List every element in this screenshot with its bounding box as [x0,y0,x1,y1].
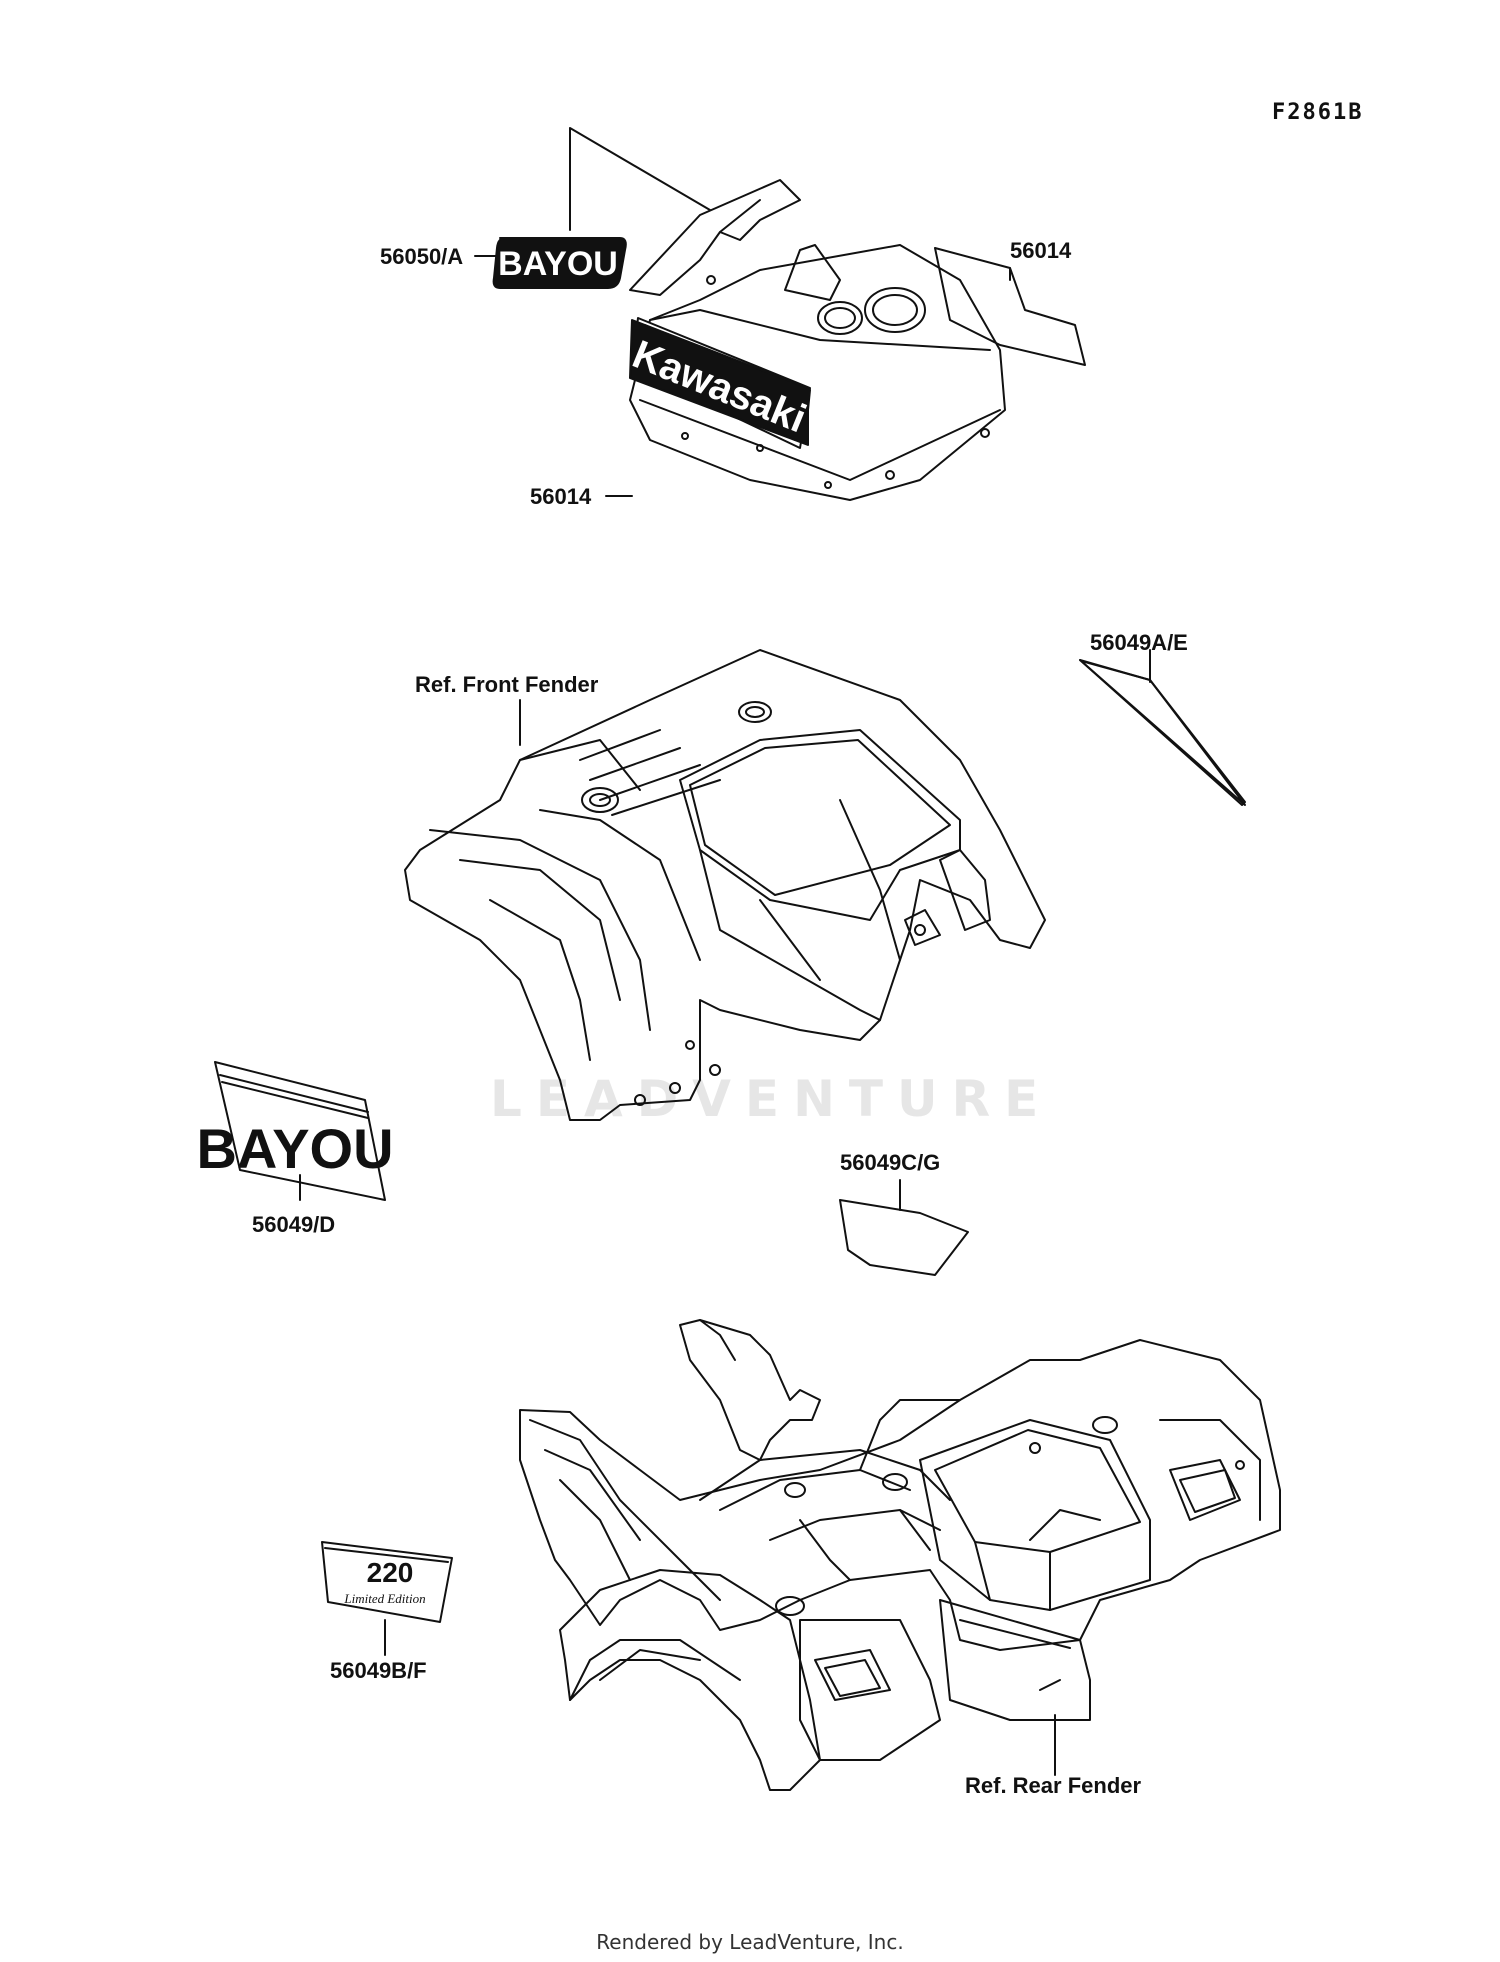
decal-56014-top [935,248,1085,365]
figure-code: F2861B [1272,100,1364,125]
rear-fender [520,1320,1280,1790]
bayou-small-text: BAYOU [498,245,618,283]
decal-220: 220 Limited Edition [322,1542,452,1622]
label-ref-rear-fender: Ref. Rear Fender [965,1773,1142,1798]
label-56050-a: 56050/A [380,244,464,269]
label-ref-front-fender: Ref. Front Fender [415,672,599,697]
decal-56049a-e [1080,650,1245,805]
front-fender [405,650,1045,1120]
model-220-text: 220 [367,1557,414,1588]
label-56014-kawasaki: 56014 [530,484,592,509]
decal-kawasaki: Kawasaki [626,318,812,448]
label-56014-top: 56014 [1010,238,1072,263]
label-56049a-e: 56049A/E [1090,630,1188,655]
decal-bayou-small: BAYOU [494,238,626,288]
model-220-sub-text: Limited Edition [343,1591,425,1606]
instrument-cover [570,128,1005,500]
label-56049c-g: 56049C/G [840,1150,941,1175]
decal-56049c-g [840,1180,968,1275]
label-56049b-f: 56049B/F [330,1658,427,1683]
watermark: LEADVENTURE [490,1070,1053,1128]
label-56049-d: 56049/D [252,1212,336,1237]
bayou-large-text: BAYOU [196,1117,393,1180]
decal-bayou-large: BAYOU [196,1062,394,1200]
footer-credit: Rendered by LeadVenture, Inc. [596,1930,904,1954]
